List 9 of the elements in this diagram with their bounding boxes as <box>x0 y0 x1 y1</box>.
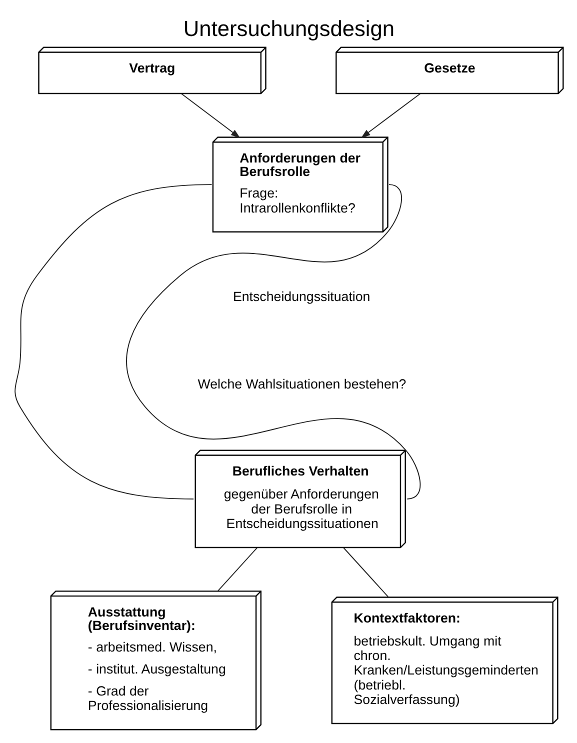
connector <box>342 547 388 598</box>
connector <box>216 547 257 592</box>
connector <box>14 184 212 500</box>
label: Entscheidungssituation <box>232 288 370 304</box>
label: Welche Wahlsituationen bestehen? <box>197 376 406 392</box>
connector <box>126 184 420 500</box>
diagram-title: Untersuchungsdesign <box>182 16 394 41</box>
arrow <box>360 93 420 138</box>
arrow <box>180 93 240 138</box>
